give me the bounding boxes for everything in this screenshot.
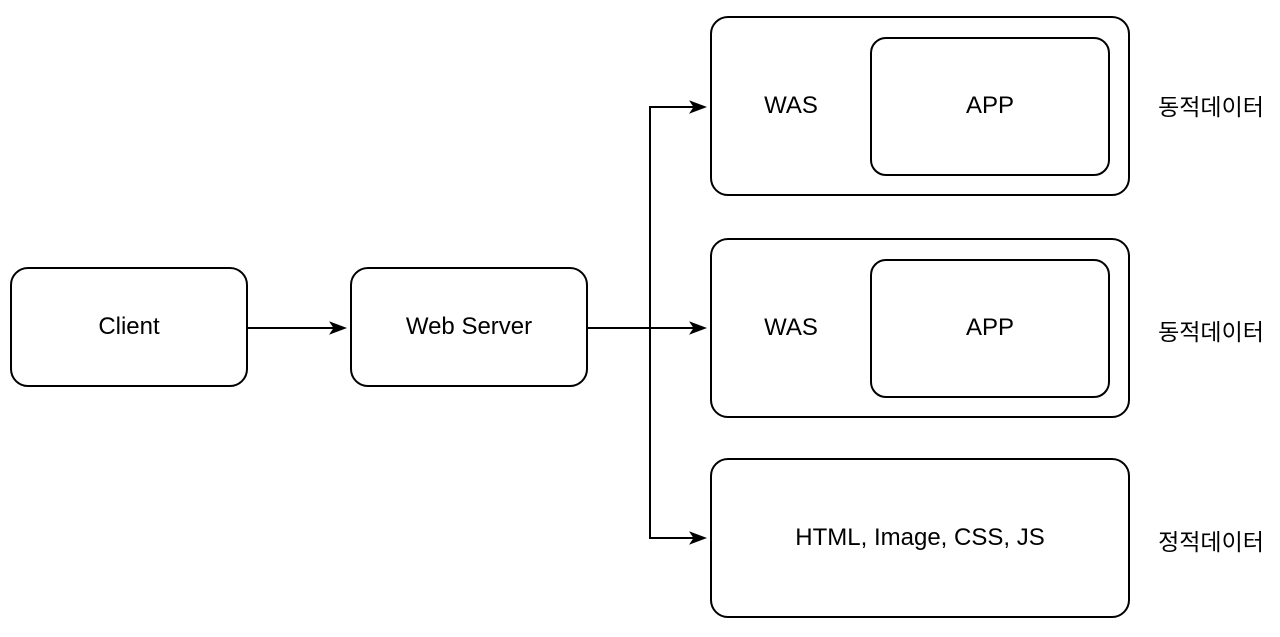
node-was-top: WAS APP <box>710 16 1130 196</box>
node-was-top-label: WAS <box>764 91 818 119</box>
node-static-content: HTML, Image, CSS, JS <box>710 458 1130 618</box>
node-client-label: Client <box>98 312 160 340</box>
node-was-middle-label: WAS <box>764 313 818 341</box>
node-app-top: APP <box>870 36 1110 176</box>
node-web-server: Web Server <box>350 267 588 387</box>
arrow-branch-to-static <box>649 328 707 545</box>
node-web-server-label: Web Server <box>405 312 533 340</box>
node-static-content-label: HTML, Image, CSS, JS <box>795 523 1045 551</box>
arrow-branch-to-was-top <box>649 100 707 328</box>
annotation-dynamic-data-middle: 동적데이터 <box>1158 319 1264 345</box>
annotation-static-data: 정적데이터 <box>1158 529 1264 555</box>
node-app-middle-label: APP <box>965 313 1015 341</box>
annotation-dynamic-data-top: 동적데이터 <box>1158 94 1264 120</box>
node-app-middle: APP <box>870 258 1110 398</box>
node-app-top-label: APP <box>965 91 1015 119</box>
node-client: Client <box>10 267 248 387</box>
node-was-middle: WAS APP <box>710 238 1130 418</box>
